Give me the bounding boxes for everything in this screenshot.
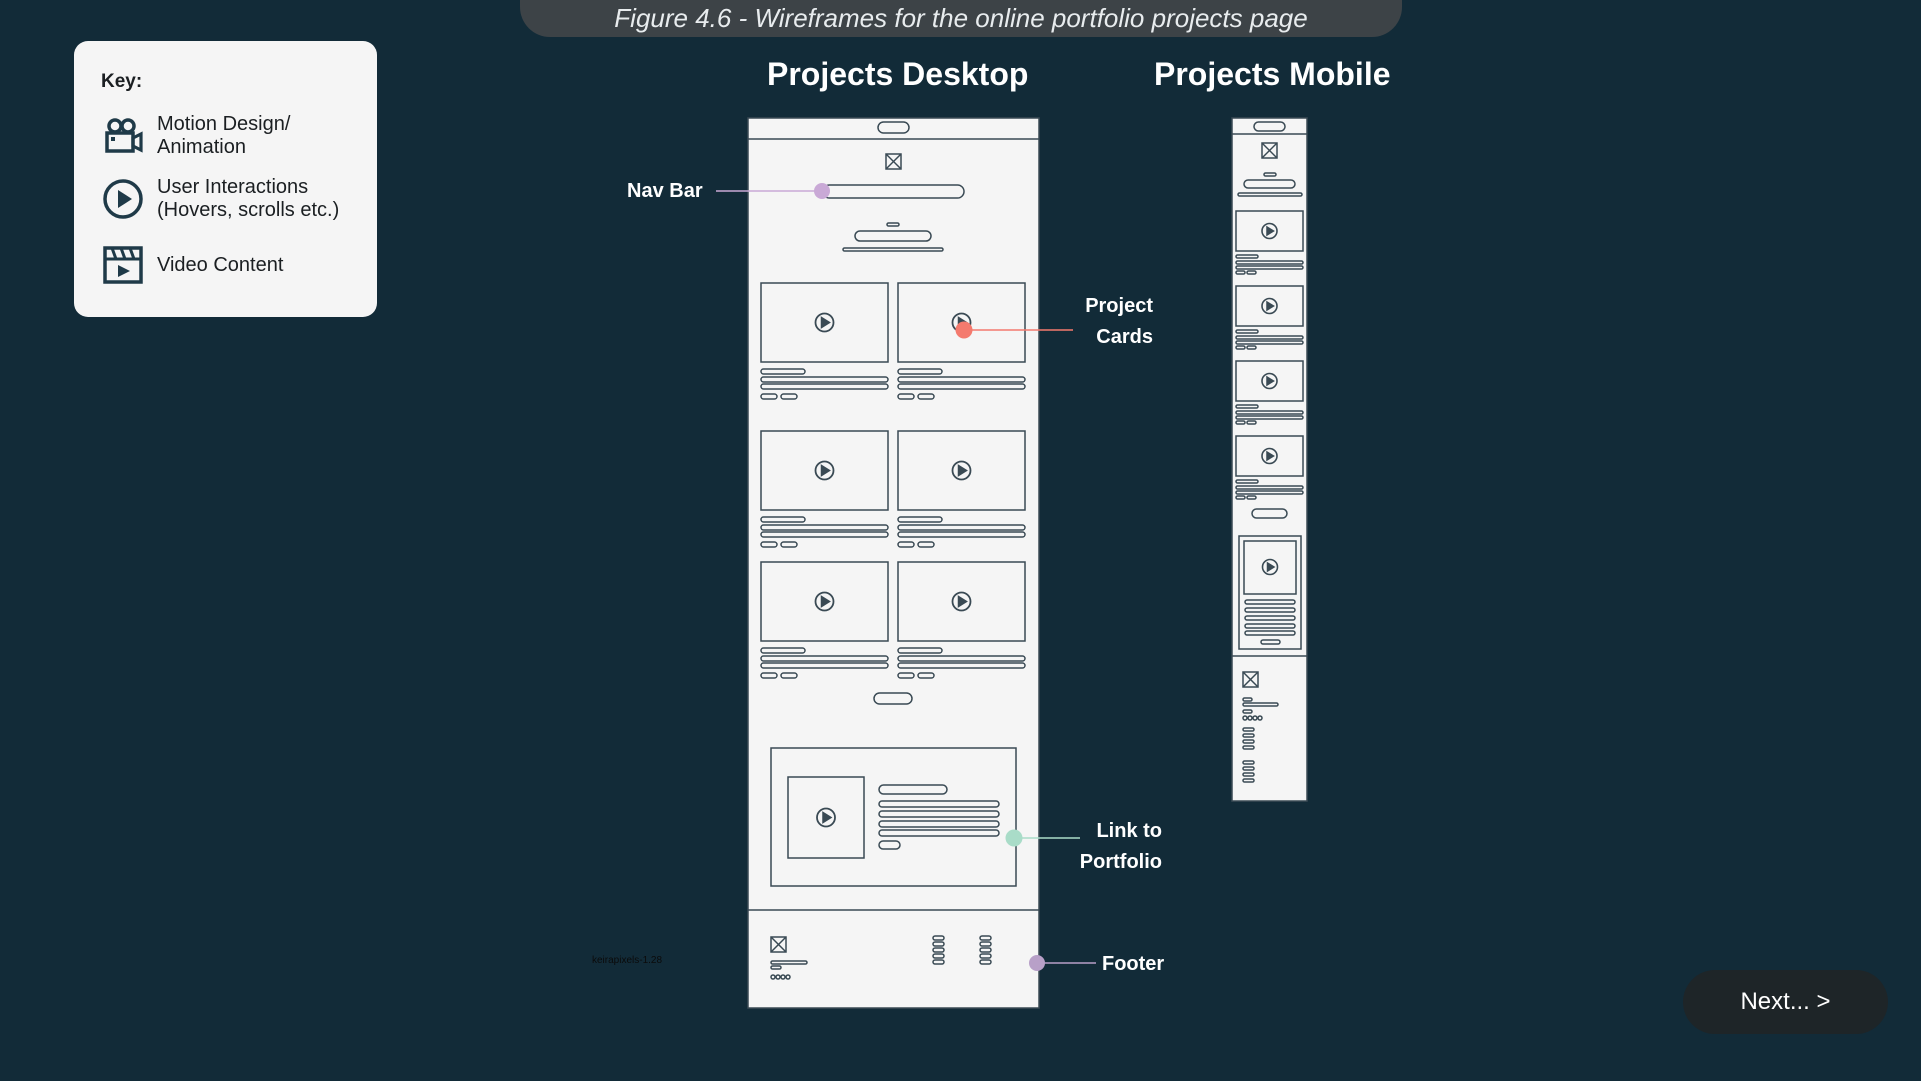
mobile-portfolio-link-card bbox=[1238, 535, 1302, 650]
mobile-title: Projects Mobile bbox=[1154, 56, 1391, 92]
desktop-project-cards bbox=[760, 282, 1026, 705]
label-link-to-portfolio: Link to Portfolio bbox=[1070, 816, 1162, 878]
label-project-cards: Project Cards bbox=[1079, 291, 1153, 353]
mobile-wireframe bbox=[1231, 117, 1308, 802]
key-video-line1: Video Content bbox=[157, 253, 284, 276]
desktop-title: Projects Desktop bbox=[767, 56, 1029, 92]
project-card bbox=[897, 430, 1026, 548]
label-link-line1: Link to bbox=[1096, 820, 1162, 842]
key-title: Key: bbox=[101, 71, 143, 92]
mobile-project-card bbox=[1235, 210, 1304, 275]
project-card bbox=[760, 282, 889, 400]
play-circle-icon bbox=[103, 179, 143, 219]
watermark: keirapixels-1.28 bbox=[592, 955, 663, 966]
project-card bbox=[897, 561, 1026, 679]
key-item-interactions: User Interactions (Hovers, scrolls etc.) bbox=[102, 176, 339, 222]
project-card bbox=[760, 561, 889, 679]
label-project-cards-line2: Cards bbox=[1096, 326, 1153, 348]
annotation-footer bbox=[1029, 955, 1096, 971]
clapperboard-icon bbox=[103, 246, 143, 284]
key-motion-line1: Motion Design/ bbox=[157, 113, 291, 135]
key-legend: Key: Motion Design/ Animation User Inter… bbox=[74, 41, 377, 317]
next-button[interactable]: Next... > bbox=[1683, 970, 1888, 1034]
desktop-portfolio-link-card bbox=[770, 747, 1017, 887]
label-project-cards-line1: Project bbox=[1085, 295, 1153, 317]
mobile-project-card bbox=[1235, 285, 1304, 350]
label-nav-bar: Nav Bar bbox=[627, 180, 703, 202]
key-interactions-line2: (Hovers, scrolls etc.) bbox=[157, 199, 340, 221]
mobile-project-card bbox=[1235, 360, 1304, 425]
video-camera-icon bbox=[105, 118, 143, 153]
key-item-video: Video Content bbox=[102, 244, 283, 286]
annotation-project-cards bbox=[955, 321, 1073, 339]
label-footer: Footer bbox=[1102, 953, 1165, 975]
key-item-motion: Motion Design/ Animation bbox=[102, 113, 290, 159]
mobile-project-card bbox=[1235, 435, 1304, 500]
project-card bbox=[760, 430, 889, 548]
annotation-link-to-portfolio bbox=[1005, 829, 1080, 847]
mobile-footer bbox=[1232, 655, 1307, 783]
desktop-footer bbox=[748, 909, 1039, 980]
annotation-nav-bar bbox=[716, 183, 830, 199]
desktop-wireframe bbox=[747, 117, 1040, 1009]
figure-title: Figure 4.6 - Wireframes for the online p… bbox=[520, 0, 1402, 37]
key-motion-line2: Animation bbox=[157, 136, 246, 158]
label-link-line2: Portfolio bbox=[1079, 851, 1162, 873]
key-interactions-line1: User Interactions bbox=[157, 176, 309, 198]
